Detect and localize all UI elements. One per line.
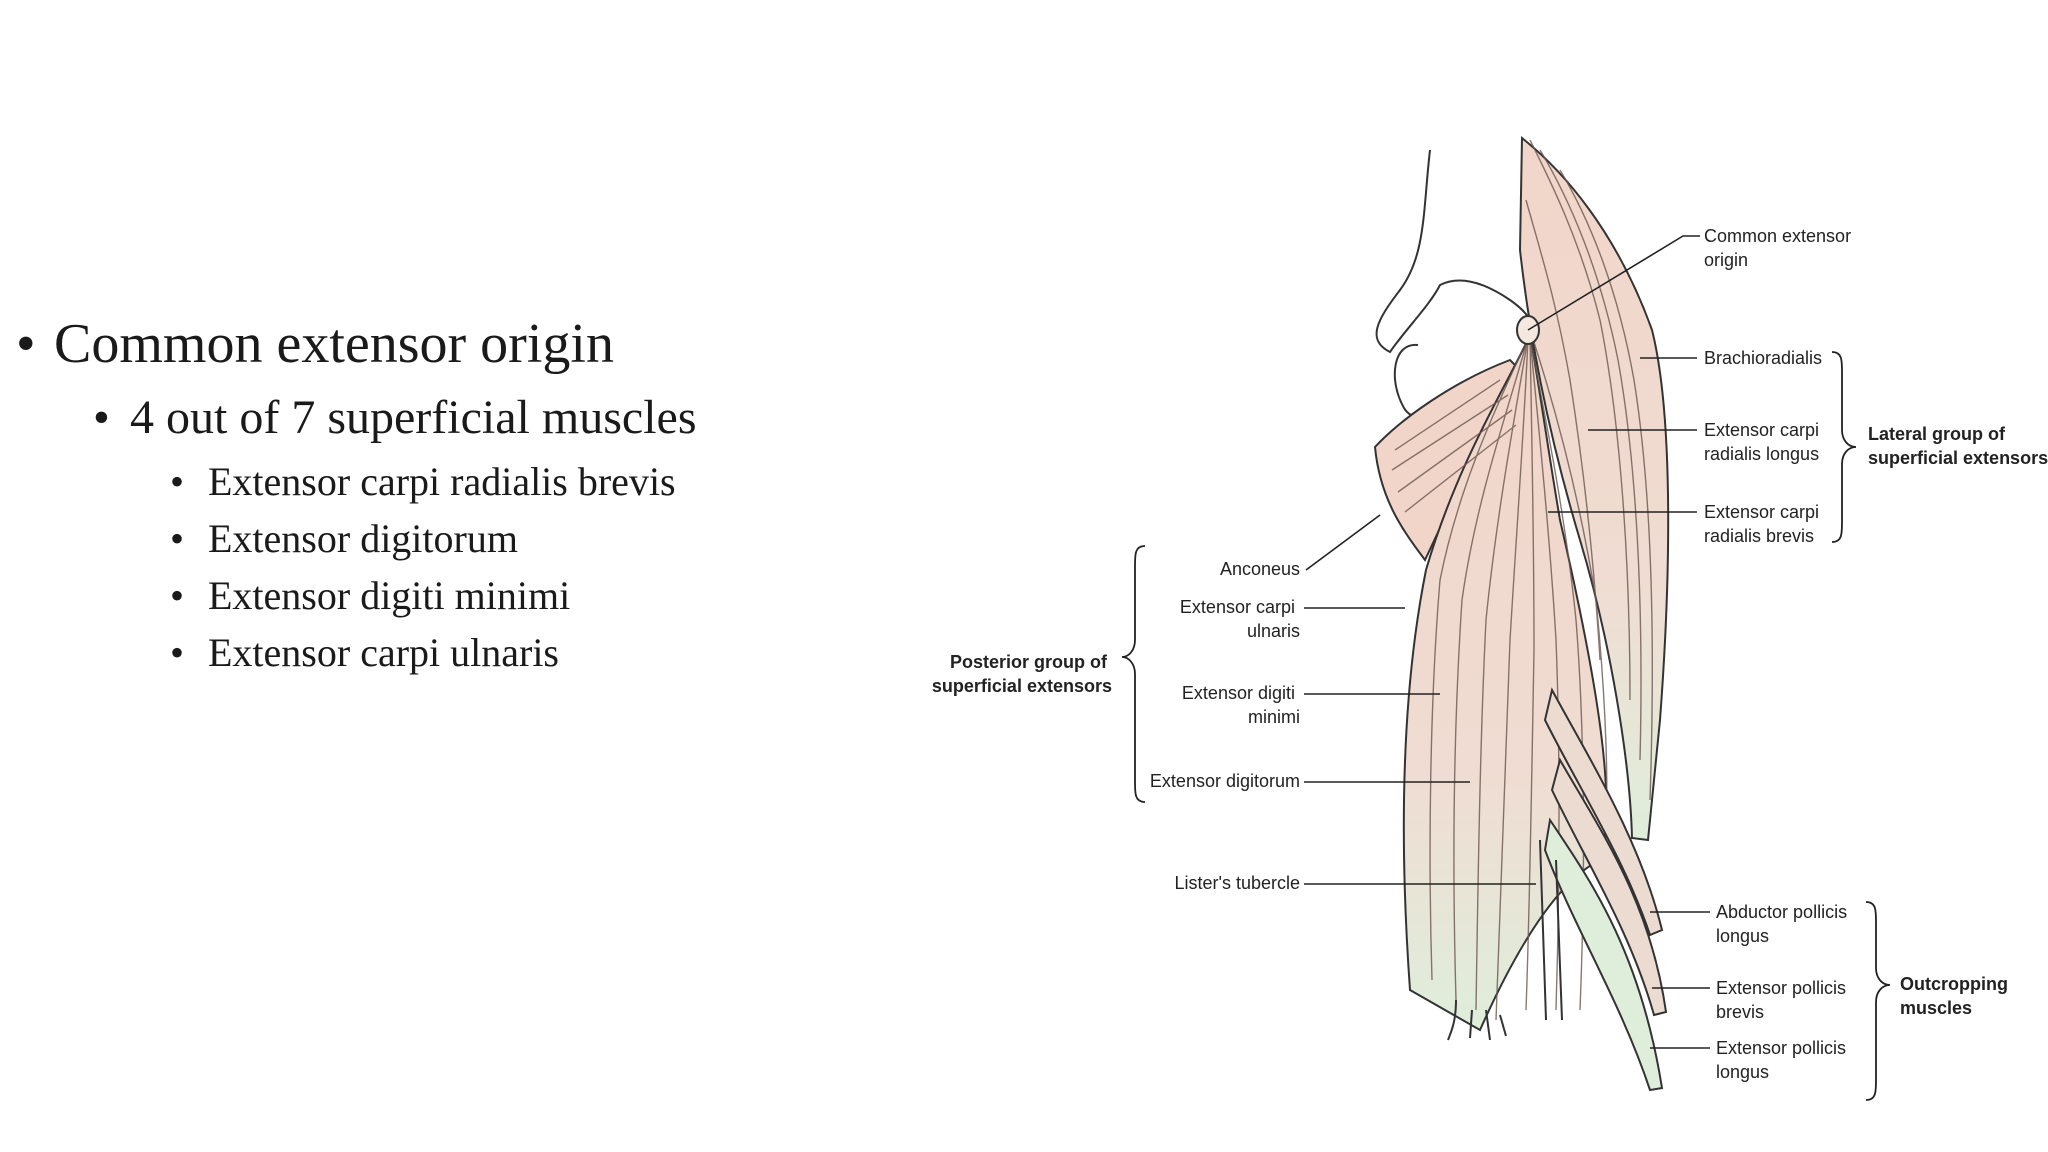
bullet-text: Common extensor origin [54, 313, 614, 375]
label-ecrl: Extensor carpi radialis longus [1704, 420, 1824, 464]
label-anconeus: Anconeus [1220, 559, 1300, 579]
bullet-text: Extensor digiti minimi [208, 573, 571, 618]
bullet-text: Extensor carpi ulnaris [208, 630, 559, 675]
label-ed: Extensor digitorum [1150, 771, 1300, 791]
bullet-text: Extensor digitorum [208, 516, 518, 561]
bullet-dot: • [93, 391, 110, 444]
label-edm: Extensor digiti minimi [1182, 683, 1300, 727]
label-brachioradialis: Brachioradialis [1704, 348, 1822, 368]
label-common-extensor-origin: Common extensor origin [1704, 226, 1856, 270]
bullet-list: • Common extensor origin • 4 out of 7 supe… [0, 0, 900, 1152]
label-listers-tubercle: Lister's tubercle [1175, 873, 1301, 893]
label-epl: Extensor pollicis longus [1716, 1038, 1851, 1082]
group-label-lateral: Lateral group of superficial extensors [1868, 424, 2048, 468]
muscle-fibers [1391, 139, 1653, 1021]
bullet-dot: • [16, 313, 36, 375]
label-ecu: Extensor carpi ulnaris [1180, 597, 1300, 641]
label-ecrb: Extensor carpi radialis brevis [1704, 502, 1824, 546]
bullet-level3: • Extensor digitorum [170, 515, 518, 562]
bullet-level3: • Extensor carpi ulnaris [170, 629, 559, 676]
bullet-level1: • Common extensor origin [16, 312, 614, 376]
group-braces [1121, 351, 1891, 1101]
label-epb: Extensor pollicis brevis [1716, 978, 1851, 1022]
forearm-extensor-diagram: Common extensor origin Brachioradialis E… [932, 135, 2048, 1101]
bullet-dot: • [170, 516, 185, 561]
bullet-level3: • Extensor carpi radialis brevis [170, 458, 676, 505]
extensor-tendons [1447, 839, 1563, 1041]
leader-lines [1304, 235, 1710, 1049]
bullet-level3: • Extensor digiti minimi [170, 572, 570, 619]
bullet-dot: • [170, 630, 185, 675]
outcropping-muscles [1543, 687, 1668, 1092]
bullet-text: Extensor carpi radialis brevis [208, 459, 676, 504]
bullet-dot: • [170, 459, 185, 504]
group-label-outcropping: Outcropping muscles [1900, 974, 2013, 1018]
bullet-level2: • 4 out of 7 superficial muscles [93, 390, 697, 445]
group-label-posterior: Posterior group of superficial extensors [932, 652, 1112, 696]
label-apl: Abductor pollicis longus [1716, 902, 1852, 946]
bullet-text: 4 out of 7 superficial muscles [130, 391, 697, 444]
bullet-dot: • [170, 573, 185, 618]
